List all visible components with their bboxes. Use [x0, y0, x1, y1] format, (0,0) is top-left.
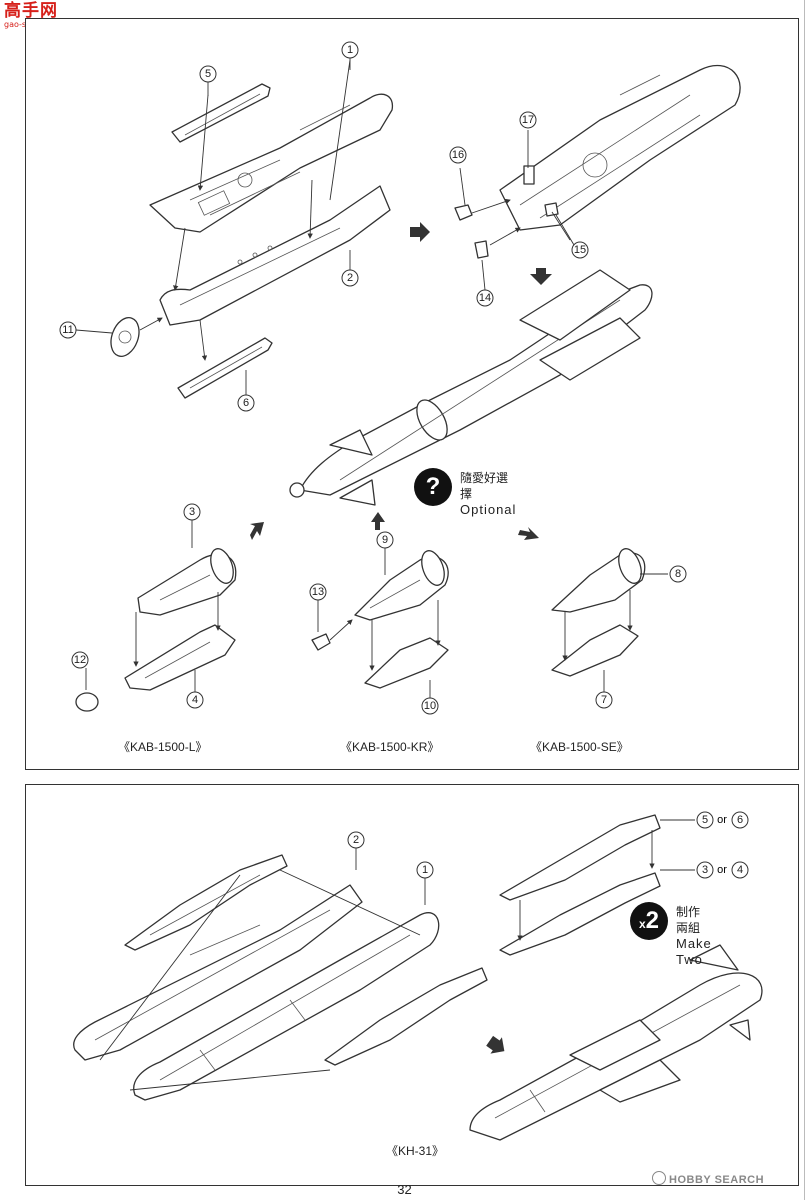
make-two-en: Make Two: [676, 936, 712, 967]
callout-15: 15: [571, 241, 589, 259]
svg-text:2: 2: [347, 272, 353, 284]
svg-text:15: 15: [574, 244, 586, 256]
part-4-nose: [124, 624, 236, 691]
svg-text:9: 9: [382, 534, 388, 546]
part-1-body: [149, 93, 394, 233]
svg-text:14: 14: [479, 292, 491, 304]
part-2-body: [159, 185, 391, 326]
caption-kh-31: 《KH-31》: [386, 1144, 445, 1158]
callout-9: 9: [376, 531, 394, 549]
callout-14: 14: [476, 289, 494, 307]
svg-text:6: 6: [243, 397, 249, 409]
callout-5: 5: [199, 65, 217, 83]
svg-text:17: 17: [522, 114, 534, 126]
page-number: 32: [397, 1182, 412, 1197]
svg-text:7: 7: [601, 694, 607, 706]
svg-text:11: 11: [62, 324, 73, 336]
callout-13: 13: [309, 583, 327, 601]
part-7-nose: [551, 624, 639, 677]
part-6-fin: [177, 337, 273, 399]
callout-17: 17: [519, 111, 537, 129]
callout-2: 2: [341, 269, 359, 287]
callout-7: 7: [595, 691, 613, 709]
svg-text:4: 4: [192, 694, 198, 706]
part-16: [454, 204, 473, 221]
question-badge-icon: ?: [414, 468, 452, 506]
kh31-fin-pair-b: [499, 872, 661, 956]
svg-text:8: 8: [675, 568, 681, 580]
callout-1: 1: [341, 41, 359, 59]
svg-text:5: 5: [205, 68, 211, 80]
svg-text:2: 2: [353, 834, 359, 846]
part-14: [474, 240, 489, 259]
arrow-icon: [410, 222, 430, 242]
svg-text:3: 3: [702, 864, 708, 876]
svg-text:or: or: [717, 864, 727, 876]
svg-text:1: 1: [422, 864, 428, 876]
optional-zh: 隨愛好選擇: [460, 471, 509, 501]
callout-10: 10: [421, 697, 439, 715]
callout-8: 8: [669, 565, 687, 583]
callout-3: 3: [183, 503, 201, 521]
assembled-tail-section: [499, 64, 741, 231]
caption-kab-1500-kr: 《KAB-1500-KR》: [340, 740, 440, 754]
svg-text:4: 4: [737, 864, 743, 876]
part-13-tip: [311, 633, 331, 651]
copyright-icon: [652, 1171, 666, 1185]
assembled-bomb: [289, 269, 653, 506]
svg-text:16: 16: [452, 149, 464, 161]
instruction-panel-bottom: [25, 784, 799, 1186]
svg-text:5: 5: [702, 814, 708, 826]
svg-text:6: 6: [737, 814, 743, 826]
make-two-zh: 制作兩組: [676, 905, 701, 935]
alt-parts-3-or-4: 3 or 4: [696, 861, 749, 879]
part-9-nose: [354, 550, 449, 621]
kh31-fin-left: [124, 854, 288, 951]
logo-main-text: 高手网: [4, 1, 58, 21]
kh31-assembled: [469, 944, 763, 1141]
svg-text:3: 3: [189, 506, 195, 518]
part-5-fin: [171, 83, 271, 143]
part-3-nose: [137, 548, 237, 616]
svg-text:1: 1: [347, 44, 353, 56]
callout-6: 6: [237, 394, 255, 412]
part-12-lens: [75, 692, 99, 712]
svg-text:or: or: [717, 814, 727, 826]
svg-text:10: 10: [424, 700, 436, 712]
part-17: [523, 165, 535, 185]
kh31-part-1-half: [133, 912, 440, 1101]
svg-text:12: 12: [74, 654, 86, 666]
caption-kab-1500-se: 《KAB-1500-SE》: [530, 740, 629, 754]
callout-16: 16: [449, 146, 467, 164]
part-11-disk: [110, 317, 140, 357]
callout-12: 12: [71, 651, 89, 669]
kh31-fin-pair-a: [499, 814, 661, 901]
make-two-badge: x2: [630, 902, 668, 940]
part-8-nose: [551, 548, 646, 613]
svg-text:13: 13: [312, 586, 324, 598]
part-15: [544, 202, 559, 217]
part-10-nose: [364, 637, 449, 689]
kh31-part-2-half: [73, 884, 363, 1061]
page-edge-line: [804, 0, 805, 1200]
watermark: HOBBY SEARCH: [652, 1171, 764, 1186]
callout-4: 4: [186, 691, 204, 709]
kh31-fin-right: [324, 967, 488, 1066]
optional-en: Optional: [460, 502, 517, 517]
kh31-callout-2: 2: [347, 831, 365, 849]
callout-11: 11: [59, 321, 77, 339]
caption-kab-1500-l: 《KAB-1500-L》: [118, 740, 208, 754]
kh31-callout-1: 1: [416, 861, 434, 879]
alt-parts-5-or-6: 5 or 6: [696, 811, 749, 829]
